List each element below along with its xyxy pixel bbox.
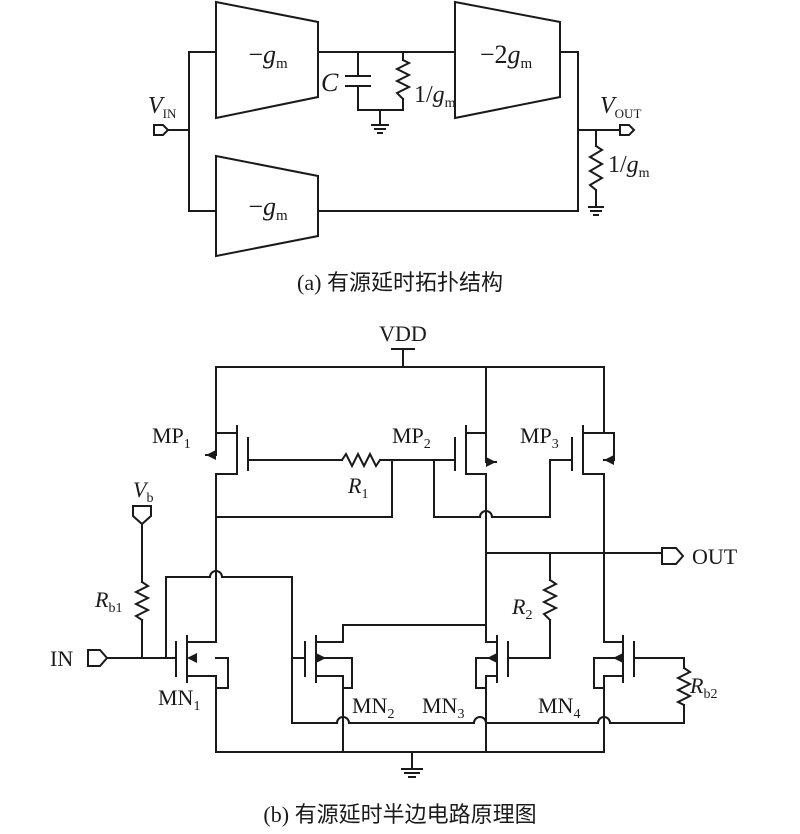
- mp2-transistor: [391, 366, 573, 554]
- mp2-body: [485, 432, 497, 463]
- mn2-arrow-icon: [316, 653, 326, 663]
- mp3-arrow-icon: [604, 455, 614, 465]
- mn4-arrow-icon: [613, 653, 623, 663]
- mp2-arrow-icon: [486, 457, 496, 467]
- out-port-icon: [661, 547, 685, 565]
- mn1-transistor: [175, 576, 229, 753]
- mn1-gate-net: [165, 570, 685, 724]
- resistor-out-label: 1/gm: [608, 152, 650, 181]
- caption-a: (a) 有源延时拓扑结构: [297, 270, 503, 295]
- ground-bus: [215, 751, 605, 778]
- mn1-arrow-icon: [187, 653, 197, 663]
- mp3-transistor: [571, 366, 615, 643]
- r2-label: R2: [511, 594, 532, 623]
- mn3-arrow-icon: [487, 653, 497, 663]
- rb1-resistor-icon: [133, 580, 151, 622]
- rb1-label: Rb1: [94, 587, 122, 616]
- resistor-mid-icon: [394, 58, 412, 101]
- vb-port-icon: [132, 505, 152, 526]
- mn4-label: MN4: [538, 693, 580, 722]
- amp-bottom-label: −gm: [248, 192, 288, 224]
- vout-port-icon: [595, 124, 636, 136]
- vout-label: VOUT: [600, 93, 641, 121]
- amp-top-left-label: −gm: [248, 40, 288, 72]
- in-port-icon: [87, 649, 177, 667]
- mn2-transistor: [291, 624, 487, 753]
- mp1-label: MP1: [152, 423, 191, 452]
- rb2-resistor-icon: [675, 666, 693, 707]
- vb-label: Vb: [133, 477, 153, 506]
- amp-top-right-label: −2gm: [480, 40, 533, 72]
- capacitor-label: C: [321, 68, 339, 97]
- vin-label: VIN: [148, 93, 177, 121]
- mp1-transistor: [215, 366, 343, 578]
- r2-resistor-icon: [541, 578, 559, 622]
- mn1-label: MN1: [158, 685, 200, 714]
- mp3-label: MP3: [520, 423, 559, 452]
- caption-b: (b) 有源延时半边电路原理图: [263, 802, 536, 827]
- r1-resistor-icon: [340, 451, 393, 518]
- mn3-label: MN3: [422, 693, 464, 722]
- out-node-wire: [485, 552, 663, 659]
- input-wire: [167, 51, 217, 212]
- amp-bottom: [215, 154, 319, 258]
- r1-label: R1: [347, 473, 368, 502]
- resistor-mid-label: 1/gm: [414, 82, 456, 111]
- mp1-arrow-icon: [206, 450, 216, 460]
- vdd-label: VDD: [379, 321, 427, 346]
- amp-top-right: [454, 0, 561, 120]
- mn4-transistor: [593, 635, 685, 753]
- resistor-out-icon: [588, 144, 604, 192]
- part-a-topology: −gm −2gm −gm C 1/gm 1/gm VIN VOUT (a) 有源…: [148, 0, 650, 295]
- rb2-label: Rb2: [689, 673, 717, 702]
- vin-port-icon: [153, 124, 170, 136]
- amp-top-left: [215, 0, 319, 120]
- capacitor-network: [345, 51, 404, 134]
- out-label: OUT: [692, 544, 738, 569]
- vdd-rail: [215, 348, 605, 368]
- in-label: IN: [50, 646, 73, 671]
- mp2-label: MP2: [392, 423, 431, 452]
- part-b-schematic: VDD MP1 MP2 MP3 R1 Vb Rb1 R2 Rb2 IN OUT …: [50, 321, 738, 827]
- mn2-label: MN2: [352, 693, 394, 722]
